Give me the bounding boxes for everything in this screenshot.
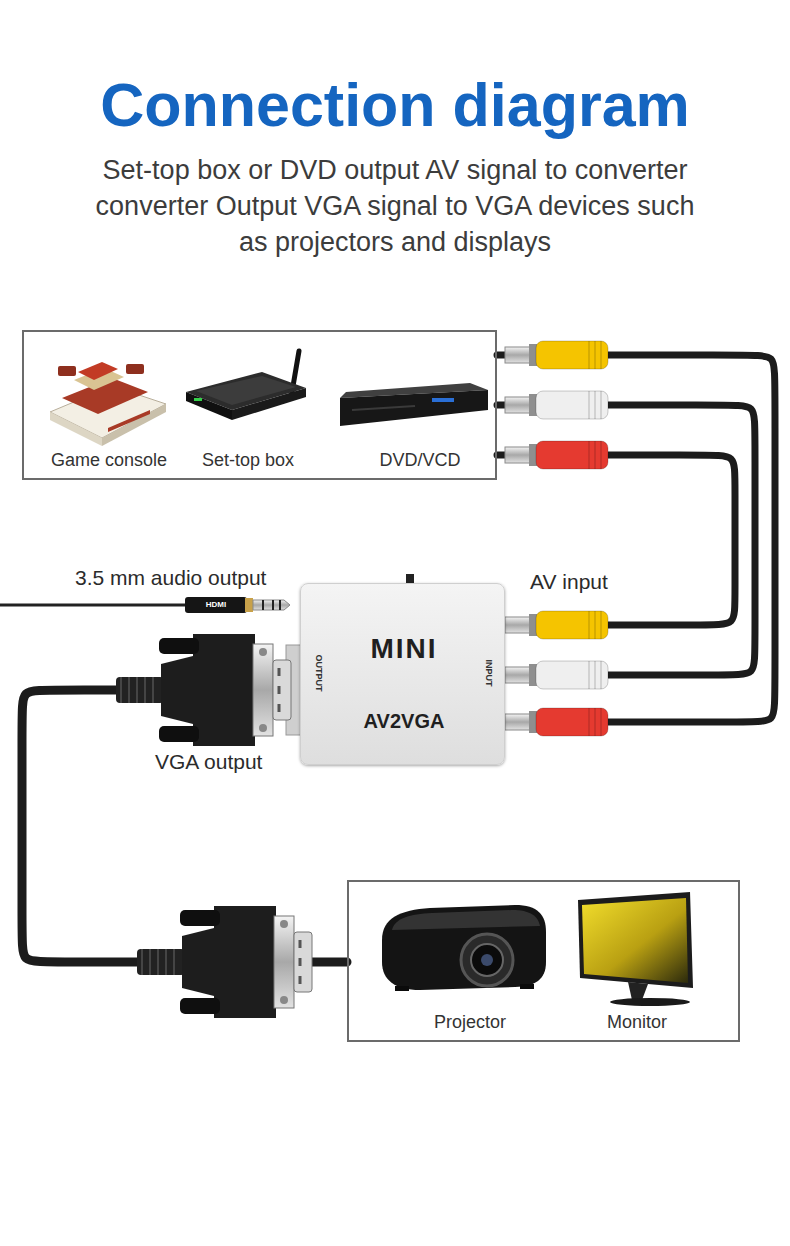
projector-picture	[382, 905, 546, 991]
dvd-player-picture	[352, 406, 415, 410]
port-label: AV input	[530, 569, 608, 594]
diagram-title-place: Connection diagram	[0, 70, 790, 140]
diagram-title: Connection diagram	[0, 70, 790, 140]
set-top-box-picture	[186, 351, 306, 420]
converter-box: MINI AV2VGA OUTPUT INPUT	[300, 583, 505, 765]
rca-plug-source-end	[505, 441, 608, 469]
device-name-place: Game console	[51, 450, 167, 472]
rca-plug-converter-end	[505, 661, 608, 689]
device-name-place: Monitor	[607, 1012, 667, 1034]
dvd-player-picture	[340, 383, 488, 426]
display-devices-box: Projector Monitor	[347, 880, 740, 1042]
device-name: DVD/VCD	[379, 450, 460, 472]
projector-picture	[461, 934, 513, 986]
diagram-caption-place: Set-top box or DVD output AV signal to c…	[85, 152, 705, 261]
cable-group	[22, 355, 775, 962]
rca-plug-converter-end	[505, 708, 608, 736]
diagram-caption: Set-top box or DVD output AV signal to c…	[85, 152, 705, 261]
set-top-box-picture	[232, 388, 306, 420]
port-label-place: VGA output	[155, 749, 262, 774]
vga-plug-converter-end	[116, 634, 291, 746]
projector-picture	[382, 905, 546, 990]
model-name-place: AV2VGA	[364, 709, 445, 733]
audio-plug	[0, 597, 290, 613]
model-name: AV2VGA	[364, 709, 445, 733]
device-name: Game console	[51, 450, 167, 472]
rca-plug-converter-end	[505, 611, 608, 639]
projector-picture	[481, 954, 493, 966]
port-marking: INPUT	[484, 660, 495, 687]
audio-plug	[245, 598, 253, 612]
plug-marking-place: HDMI	[206, 600, 226, 610]
cable	[497, 405, 755, 675]
monitor-picture	[610, 998, 690, 1006]
dvd-player-picture	[340, 390, 488, 426]
device-name-place: DVD/VCD	[379, 450, 460, 472]
game-console-picture	[102, 404, 166, 446]
game-console-picture	[58, 366, 76, 376]
game-console-picture	[126, 364, 144, 374]
game-console-picture	[78, 362, 118, 380]
rca-plug-source-end	[505, 341, 608, 369]
audio-plug	[185, 597, 247, 613]
brand-mark-place: MINI	[370, 632, 437, 666]
port-label-place: AV input	[530, 569, 608, 594]
audio-plug	[263, 600, 280, 610]
vga-plug-display-end	[137, 906, 312, 1018]
device-name: Monitor	[607, 1012, 667, 1034]
monitor-picture	[578, 892, 693, 988]
brand-mark: MINI	[370, 632, 437, 666]
game-console-picture	[50, 412, 102, 446]
device-name-place: Projector	[434, 1012, 506, 1034]
port-label: 3.5 mm audio output	[75, 565, 266, 590]
cable	[497, 355, 775, 722]
source-devices-box: Game console Set-top box DVD/VCD	[22, 330, 497, 480]
cable	[497, 455, 735, 625]
rca-plug-source-end	[505, 391, 608, 419]
device-name: Projector	[434, 1012, 506, 1034]
port-marking-place: OUTPUT	[314, 655, 325, 692]
vga-plug-display-end	[137, 906, 312, 1018]
device-name-place: Set-top box	[202, 450, 294, 472]
projector-picture	[395, 986, 409, 991]
set-top-box-picture	[186, 392, 232, 420]
game-console-picture	[108, 410, 150, 432]
rca-plug-converter-end	[505, 611, 608, 736]
port-label: VGA output	[155, 749, 262, 774]
projector-picture	[392, 910, 540, 930]
plug-marking: HDMI	[206, 600, 226, 610]
set-top-box-picture	[194, 398, 202, 401]
monitor-picture	[578, 892, 693, 1006]
port-label-place: 3.5 mm audio output	[75, 565, 266, 590]
device-name: Set-top box	[202, 450, 294, 472]
game-console-picture	[50, 362, 166, 446]
projector-picture	[520, 984, 534, 989]
vga-plug-converter-end	[116, 634, 291, 746]
audio-plug	[253, 600, 290, 610]
dvd-player-picture	[432, 398, 454, 402]
monitor-picture	[628, 982, 648, 1000]
projector-picture	[471, 944, 503, 976]
monitor-picture	[582, 898, 688, 983]
port-marking-place: INPUT	[484, 660, 495, 687]
port-marking: OUTPUT	[314, 655, 325, 692]
audio-plug	[0, 604, 190, 607]
rca-plug-source-end	[505, 341, 608, 469]
